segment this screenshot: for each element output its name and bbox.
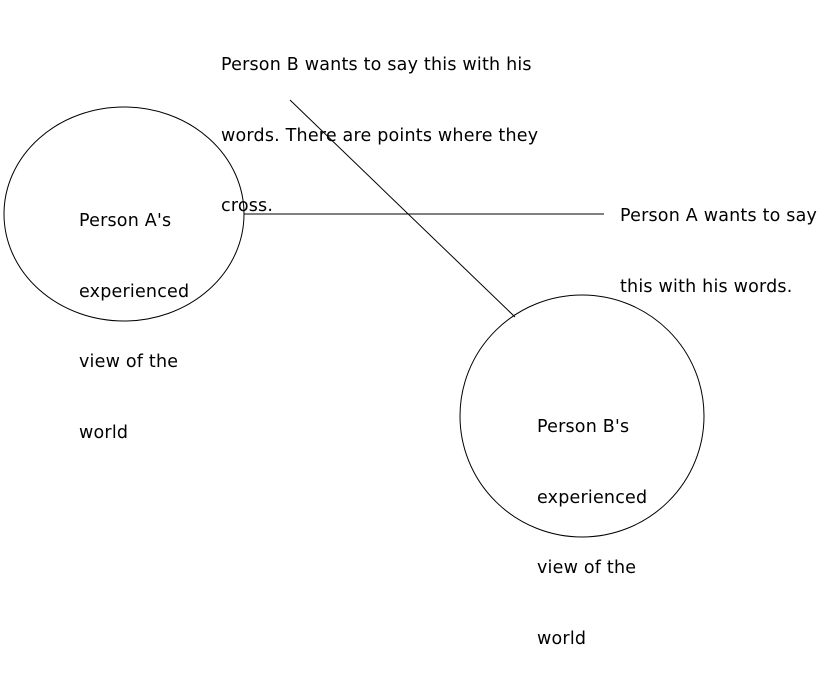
label-line: experienced	[537, 487, 648, 508]
person-b-words-annotation: Person B wants to say this with his word…	[221, 7, 538, 242]
person-b-world-label: Person B's experienced view of the world	[537, 369, 647, 675]
annotation-line: Person A wants to say	[620, 206, 818, 226]
annotation-line: words. There are points where they	[221, 125, 539, 146]
label-line: experienced	[79, 281, 190, 302]
person-a-words-annotation: Person A wants to say this with his word…	[620, 158, 817, 323]
annotation-line: cross.	[221, 196, 274, 216]
label-line: view of the	[537, 558, 637, 578]
label-line: Person B's	[537, 417, 630, 437]
annotation-line: this with his words.	[620, 276, 793, 297]
person-b-words-line	[289, 99, 516, 318]
person-b-world-circle	[459, 294, 705, 538]
label-line: world	[537, 628, 587, 649]
annotation-line: Person B wants to say this with his	[221, 55, 532, 75]
label-line: world	[79, 422, 129, 443]
label-line: view of the	[79, 352, 179, 372]
diagram-canvas	[3, 99, 705, 538]
person-a-world-label: Person A's experienced view of the world	[79, 163, 189, 469]
label-line: Person A's	[79, 211, 172, 231]
